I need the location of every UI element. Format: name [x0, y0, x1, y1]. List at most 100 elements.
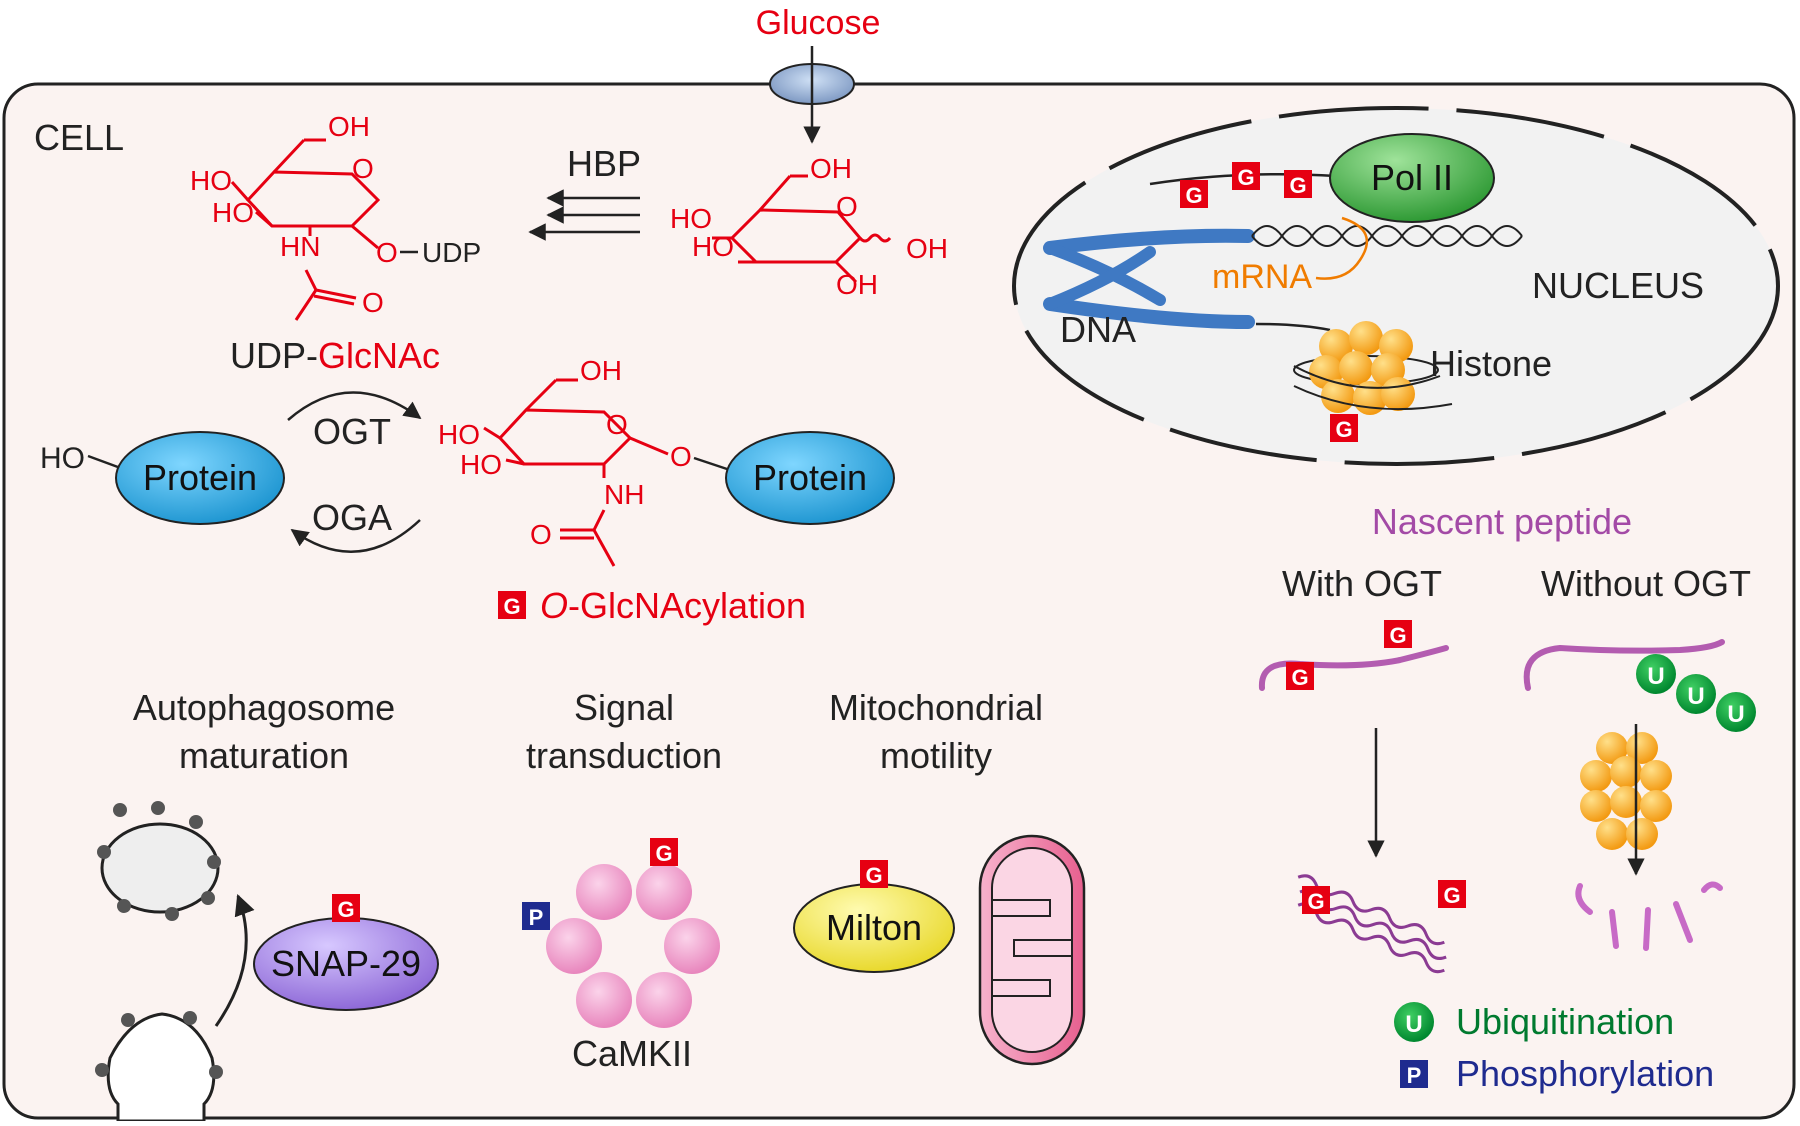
ubiquitin-legend-icon [1394, 1002, 1434, 1042]
camkii-label: CaMKII [572, 1033, 692, 1074]
peptide-without-ogt [1523, 639, 1725, 691]
pol2-complex [1329, 133, 1495, 223]
svg-text:U: U [1405, 1011, 1422, 1038]
udp-glcnac-title: UDP-GlcNAc [230, 335, 440, 376]
glucose-ho-2: HO [692, 231, 734, 262]
camkii-ring [546, 864, 720, 1028]
glucose-label: Glucose [756, 4, 881, 42]
udp-glcnac-structure [230, 138, 381, 321]
ubiquitin-chain: U U U [1636, 654, 1756, 732]
oglcnac-nh: NH [604, 479, 644, 510]
dna-strands [1043, 228, 1255, 329]
oglcnac-carbonyl-o: O [530, 519, 552, 550]
autophagy-line1: Autophagosome [133, 687, 395, 728]
ubiquitination-label: Ubiquitination [1456, 1001, 1674, 1042]
dna-double-helix [1251, 225, 1523, 247]
mrna-label: mRNA [1212, 258, 1312, 296]
udp-glcnac-ho-2: HO [212, 197, 254, 228]
nascent-peptide-title: Nascent peptide [1372, 501, 1632, 542]
mito-line1: Mitochondrial [829, 687, 1043, 728]
oglcnac-ring-o: O [606, 409, 628, 440]
peptide-with-ogt-badges: G G [1286, 620, 1412, 690]
histone-octamer [1293, 321, 1453, 415]
oglcnac-ho-2: HO [460, 449, 502, 480]
snap29-glcnac-badge: G [332, 894, 360, 922]
svg-text:G: G [503, 594, 520, 619]
ogt-arrow [287, 391, 422, 421]
mitochondrion [978, 834, 1086, 1066]
oglcnac-structure [483, 378, 669, 567]
phagophore [95, 1011, 223, 1123]
mito-line2: motility [880, 735, 992, 776]
svg-text:U: U [1647, 663, 1664, 690]
nucleus-label: NUCLEUS [1532, 265, 1704, 306]
phospho-legend-icon [1400, 1060, 1428, 1088]
cell-label: CELL [34, 117, 124, 158]
pol2-label: Pol II [1371, 157, 1453, 198]
oglcnac-legend-label: O-GlcNAcylation [540, 585, 806, 626]
protein-modified-label: Protein [753, 457, 867, 498]
glucose-oh-right: OH [906, 233, 948, 264]
mrna-strand [1315, 216, 1369, 280]
dna-label: DNA [1060, 309, 1136, 350]
signal-line2: transduction [526, 735, 722, 776]
dna-tail [1255, 322, 1331, 332]
svg-text:G: G [1389, 623, 1406, 648]
autophagy-line2: maturation [179, 735, 349, 776]
udp-glcnac-carbonyl-o: O [362, 287, 384, 318]
glucose-oh-top: OH [810, 153, 852, 184]
oglcnac-ho-1: HO [438, 419, 480, 450]
histone-glcnac-badge: G [1330, 414, 1358, 442]
milton-label: Milton [826, 907, 922, 948]
udp-glcnac-ring-o: O [352, 153, 374, 184]
oglcnac-oh: OH [580, 355, 622, 386]
svg-text:U: U [1687, 683, 1704, 710]
svg-text:G: G [1335, 417, 1352, 442]
snap29-label: SNAP-29 [271, 943, 421, 984]
svg-text:G: G [865, 863, 882, 888]
autophagosome [97, 801, 221, 921]
with-ogt-label: With OGT [1282, 563, 1442, 604]
phosphorylation-label: Phosphorylation [1456, 1053, 1714, 1094]
protein-substrate-label: Protein [143, 457, 257, 498]
ubiquitination-legend: U Ubiquitination [1394, 1001, 1674, 1042]
degraded-fragments [1575, 881, 1723, 951]
pol2-glcnac-badges: G G G [1180, 162, 1312, 208]
glucose-ho-1: HO [670, 203, 712, 234]
udp-glcnac-oh: OH [328, 111, 370, 142]
svg-text:G: G [1443, 883, 1460, 908]
peptide-with-ogt [1258, 645, 1449, 691]
svg-text:G: G [1291, 665, 1308, 690]
protein-hydroxyl-ho: HO [40, 442, 85, 475]
oga-arrow [290, 519, 421, 553]
svg-text:U: U [1727, 701, 1744, 728]
without-ogt-label: Without OGT [1541, 563, 1751, 604]
svg-text:G: G [655, 841, 672, 866]
hbp-label: HBP [567, 143, 641, 184]
folded-helix-badges: G G [1302, 880, 1466, 914]
protein-substrate [115, 431, 285, 525]
svg-text:P: P [529, 905, 544, 930]
svg-text:G: G [1237, 165, 1254, 190]
milton-glcnac-badge: G [860, 860, 888, 888]
hbp-arrows [528, 189, 640, 241]
camkii-glcnac-badge: G [650, 838, 678, 866]
udp-glcnac-ho-1: HO [190, 165, 232, 196]
svg-text:P: P [1407, 1063, 1422, 1088]
udp-glcnac-hn: HN [280, 231, 320, 262]
svg-text:G: G [1289, 173, 1306, 198]
ogt-label: OGT [313, 411, 391, 452]
signal-line1: Signal [574, 687, 674, 728]
maturation-arrow [214, 894, 255, 1027]
glucose-ring-o: O [836, 191, 858, 222]
proteasome [1580, 732, 1672, 850]
camkii-phospho-badge: P [522, 902, 550, 930]
udp-glcnac-udp: UDP [422, 237, 481, 268]
oglcnac-o-link: O [670, 441, 692, 472]
histone-label: Histone [1430, 343, 1552, 384]
oglcnac-badge: G [498, 591, 526, 619]
udp-glcnac-o-link: O [376, 237, 398, 268]
svg-text:G: G [337, 897, 354, 922]
protein-modified [725, 431, 895, 525]
